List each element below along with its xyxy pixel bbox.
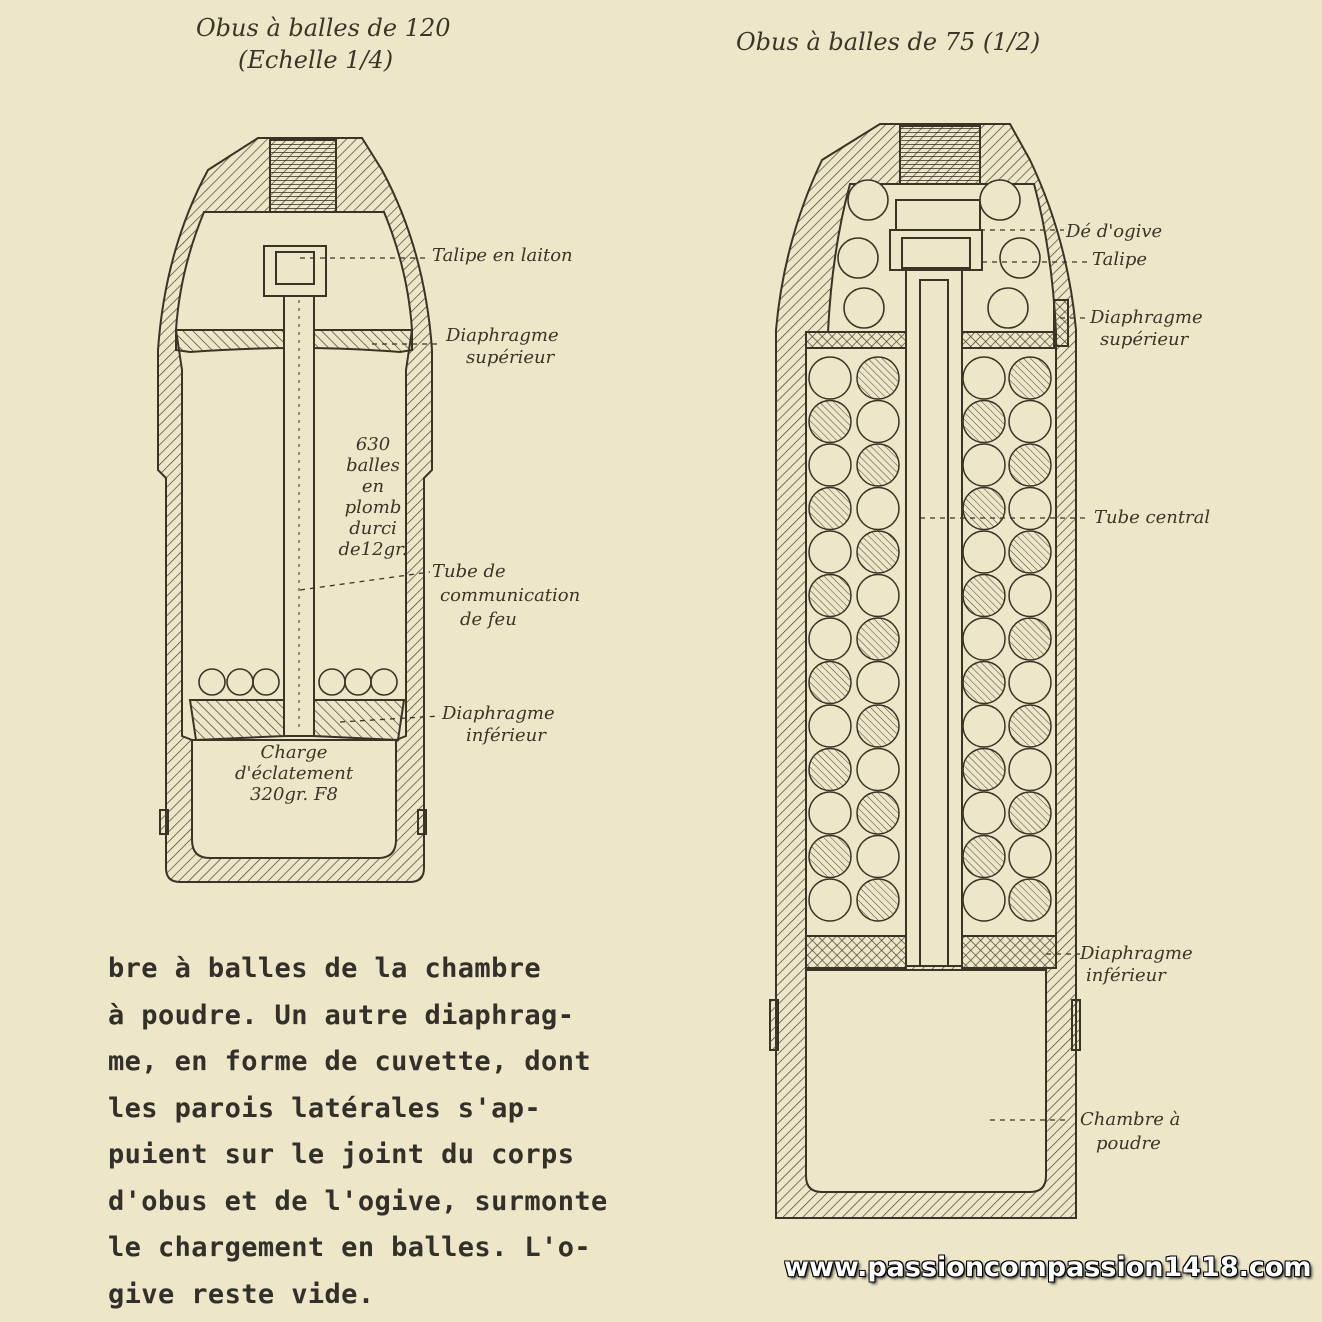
lead-ball [1008,747,1052,792]
lead-ball [1008,617,1052,661]
lead-ball [856,791,900,835]
lead-ball [1008,530,1052,574]
lead-ball [962,617,1006,661]
typed-line: d'obus et de l'ogive, surmonte [108,1185,608,1217]
lead-ball [808,704,852,748]
lead-ball [962,530,1006,574]
lead-ball [962,486,1006,531]
label-charge: Charge d'éclatement 320gr. F8 [234,742,354,805]
shell-75-drawing [769,123,1090,1219]
lead-ball [856,573,900,618]
label-chambre-line1: Chambre à [1080,1109,1181,1130]
label-diaphragme-sup-75-line2: supérieur [1100,329,1189,350]
label-chambre-line2: poudre [1096,1133,1161,1154]
label-diaphragme-inf-75-line1: Diaphragme [1080,943,1193,964]
lead-ball [962,660,1006,705]
lead-ball [856,443,900,487]
label-talipe-75: Talipe [1092,249,1148,270]
lead-ball [1008,399,1052,444]
label-diaphragme-inf-75-line2: inférieur [1086,965,1166,986]
lead-ball [1008,878,1052,922]
shell-75-ogive-balls [837,179,1041,329]
lead-ball [808,791,852,835]
shell-75-title: Obus à balles de 75 (1/2) [736,28,1041,56]
label-talipe-laiton: Talipe en laiton [432,245,573,266]
lead-ball [808,834,852,879]
lead-ball [856,878,900,922]
lead-ball [808,573,852,618]
lead-ball [1008,443,1052,487]
lead-ball [856,704,900,748]
lead-ball [962,878,1006,922]
typed-line: me, en forme de cuvette, dont [108,1046,592,1077]
lead-ball [1008,356,1052,400]
lead-ball [856,399,900,444]
lead-ball [808,617,852,661]
lead-ball [1008,486,1052,531]
lead-ball [856,834,900,879]
lead-ball [1008,791,1052,835]
label-tube-central: Tube central [1094,507,1211,528]
shell-120-title: Obus à balles de 120 [196,14,451,42]
lead-ball [856,530,900,574]
label-diaphragme-sup-120-line1: Diaphragme [446,325,559,346]
label-tube-line3: de feu [460,609,517,630]
lead-ball [808,660,852,705]
label-tube-line1: Tube de [432,561,506,582]
label-diaphragme-sup-75-line1: Diaphragme [1090,307,1203,328]
typed-line: les parois latérales s'ap- [108,1092,542,1124]
lead-ball [856,660,900,705]
shell-120-drawing [157,137,441,883]
lead-ball [1008,573,1052,618]
lead-ball [856,486,900,531]
typed-line: puient sur le joint du corps [108,1139,575,1170]
lead-ball [1008,660,1052,705]
lead-ball [856,617,900,661]
shell-120-diaphragme-inf [188,699,406,742]
label-diaphragme-inf-120-line1: Diaphragme [442,703,555,724]
lead-ball [808,486,852,531]
lead-ball [808,399,852,444]
lead-ball [962,791,1006,835]
shell-120-balls [198,668,398,696]
lead-ball [962,573,1006,618]
watermark: www.passioncompassion1418.com [784,1252,1312,1283]
label-tube-line2: communication [440,585,581,606]
lead-ball [856,356,900,400]
typed-line: bre à balles de la chambre [108,953,542,984]
shell-120-scale: (Echelle 1/4) [238,46,394,74]
lead-ball [808,530,852,574]
label-diaphragme-inf-120-line2: inférieur [466,725,546,746]
label-balles-count: 630 balles en plomb durci de12gr. [338,434,408,560]
typed-line: à poudre. Un autre diaphrag- [108,999,575,1031]
lead-ball [856,747,900,792]
lead-ball [962,399,1006,444]
lead-ball [808,443,852,487]
typed-paragraph: bre à balles de la chambre à poudre. Un … [108,946,608,1318]
lead-ball [808,747,852,792]
label-de-ogive: Dé d'ogive [1066,221,1163,242]
lead-ball [1008,704,1052,748]
lead-ball [808,878,852,922]
lead-ball [962,443,1006,487]
lead-ball [808,356,852,400]
lead-ball [962,356,1006,400]
lead-ball [962,834,1006,879]
shell-75-de-ogive [895,199,981,231]
typed-line: give reste vide. [108,1278,375,1310]
typed-line: le chargement en balles. L'o- [108,1232,592,1263]
lead-ball [962,704,1006,748]
lead-ball [1008,834,1052,879]
shell-75-chambre-poudre [805,969,1047,1193]
shell-75-balls [808,356,1052,922]
shell-75-diaphragme-inf [805,935,907,969]
lead-ball [962,747,1006,792]
label-diaphragme-sup-120-line2: supérieur [466,347,555,368]
